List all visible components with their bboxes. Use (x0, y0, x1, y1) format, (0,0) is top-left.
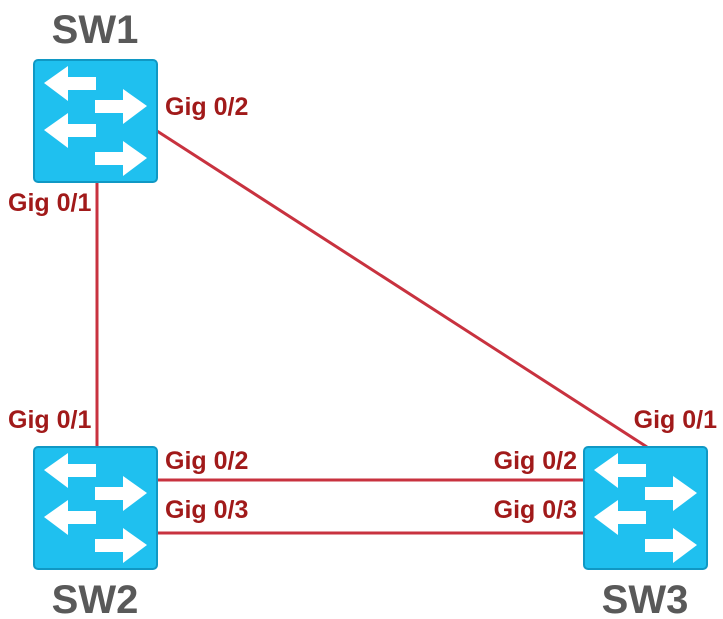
sw2-port-gig03-label: Gig 0/3 (165, 496, 248, 524)
sw3-network-switch-icon (583, 446, 708, 570)
sw2-network-switch-icon (33, 446, 158, 570)
sw2-label: SW2 (52, 578, 139, 619)
sw3-port-gig01-label: Gig 0/1 (634, 406, 717, 434)
sw1-label: SW1 (52, 8, 139, 52)
sw1-network-switch-icon (33, 59, 158, 183)
sw3-port-gig02-label: Gig 0/2 (494, 447, 577, 475)
link-sw1-gig02-sw3-gig01 (156, 129, 648, 449)
sw1-port-gig01-label: Gig 0/1 (8, 189, 91, 217)
sw1-port-gig02-label: Gig 0/2 (165, 93, 248, 121)
sw3-label: SW3 (602, 578, 689, 619)
sw2-port-gig01-label: Gig 0/1 (8, 406, 91, 434)
sw3-port-gig03-label: Gig 0/3 (494, 496, 577, 524)
sw2-port-gig02-label: Gig 0/2 (165, 447, 248, 475)
